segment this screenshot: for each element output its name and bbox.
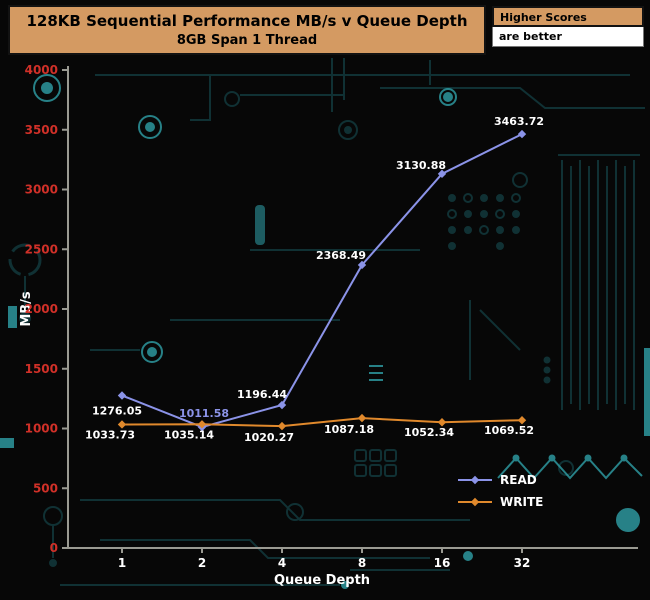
are-better-badge: are better [492,27,644,47]
series-marker-write [437,418,447,427]
value-label-write: 1069.52 [484,424,534,437]
x-axis-title: Queue Depth [274,573,370,588]
value-label-write: 1020.27 [244,431,294,444]
series-marker-read [437,169,447,179]
y-tick-label: 0 [50,541,58,555]
value-label-read: 1276.05 [92,405,142,418]
series-marker-read [357,260,367,270]
series-marker-write [277,421,287,431]
value-label-read: 1011.58 [179,407,229,420]
y-tick-label: 500 [33,481,58,495]
y-tick-label: 1500 [25,362,58,376]
value-label-read: 3130.88 [396,159,446,172]
value-label-read: 1196.44 [237,388,287,401]
legend-label-read: READ [500,473,537,487]
x-tick-label: 8 [358,556,366,570]
value-label-read: 2368.49 [316,249,366,262]
chart-subtitle: 8GB Span 1 Thread [176,33,318,48]
legend-swatch-marker [470,497,480,507]
x-tick-label: 4 [278,556,286,570]
value-label-write: 1087.18 [324,423,374,436]
value-label-write: 1033.73 [85,428,135,441]
x-tick-label: 32 [514,556,531,570]
score-note: Higher Scores are better [492,6,644,47]
series-marker-write [357,413,367,423]
series-marker-read [277,400,287,410]
x-tick-label: 2 [198,556,206,570]
legend-swatch-marker [470,475,480,485]
higher-scores-badge: Higher Scores [492,6,644,27]
y-tick-label: 3500 [25,123,58,137]
series-marker-write [517,415,527,425]
series-marker-write [117,420,127,429]
y-tick-label: 3000 [25,183,58,197]
y-tick-label: 4000 [25,63,58,77]
value-label-read: 3463.72 [494,115,544,128]
y-tick-label: 2500 [25,242,58,256]
chart-title: 128KB Sequential Performance MB/s v Queu… [26,12,468,30]
y-axis-title: MB/s [19,291,34,327]
legend-label-write: WRITE [500,495,543,509]
value-label-write: 1052.34 [404,426,454,439]
series-line-read [121,133,523,429]
series-marker-read [517,129,527,139]
series-marker-write [197,420,207,429]
chart-title-banner: 128KB Sequential Performance MB/s v Queu… [8,5,486,55]
series-marker-read [117,391,127,400]
x-tick-label: 16 [434,556,451,570]
y-tick-label: 1000 [25,422,58,436]
series-line-write [121,417,523,428]
x-tick-label: 1 [118,556,126,570]
value-label-write: 1035.14 [164,428,214,441]
y-tick-label: 2000 [25,302,58,316]
